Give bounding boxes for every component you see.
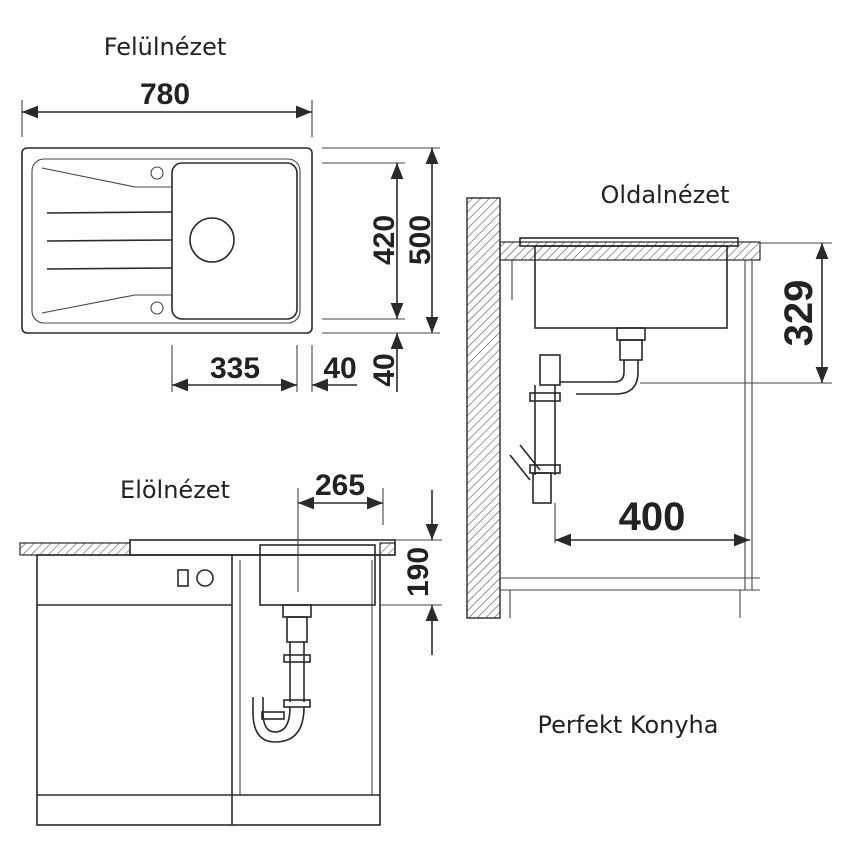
bowl-depth-label: 420 <box>368 215 401 265</box>
dishwasher-button-icon <box>177 569 189 587</box>
rim-side-label: 40 <box>323 352 356 385</box>
sink-outline <box>21 147 313 334</box>
top-view: Felülnézet 780 420 500 40 335 40 <box>21 33 440 392</box>
side-height-label: 329 <box>777 280 821 347</box>
tap-hole <box>150 166 164 180</box>
cabinet <box>36 554 381 826</box>
bowl-outline <box>171 162 298 320</box>
front-view: Elölnézet 265 190 <box>19 469 442 826</box>
countertop <box>499 241 761 261</box>
sink-bowl-front <box>259 544 376 606</box>
width-label: 780 <box>140 78 190 111</box>
rim-front-label: 40 <box>368 353 401 386</box>
brand-label: Perfekt Konyha <box>538 711 719 739</box>
dishwasher-knob-icon <box>196 569 214 587</box>
depth-label: 500 <box>404 215 437 265</box>
side-view: Oldalnézet 329 400 <box>466 181 832 619</box>
countertop-front <box>19 542 131 556</box>
drainboard-outline <box>31 158 301 324</box>
front-view-title: Elölnézet <box>120 476 230 504</box>
wall <box>466 197 501 619</box>
side-depth-label: 400 <box>619 495 686 539</box>
bowl-height-label: 190 <box>402 547 435 597</box>
bowl-width-label: 335 <box>210 352 260 385</box>
siphon-front <box>252 604 312 743</box>
overflow-hole <box>150 301 164 315</box>
drain-hole <box>189 217 235 263</box>
siphon-side <box>509 327 646 543</box>
side-view-title: Oldalnézet <box>601 181 730 209</box>
drain-offset-label: 265 <box>315 469 365 502</box>
top-view-title: Felülnézet <box>104 33 227 61</box>
